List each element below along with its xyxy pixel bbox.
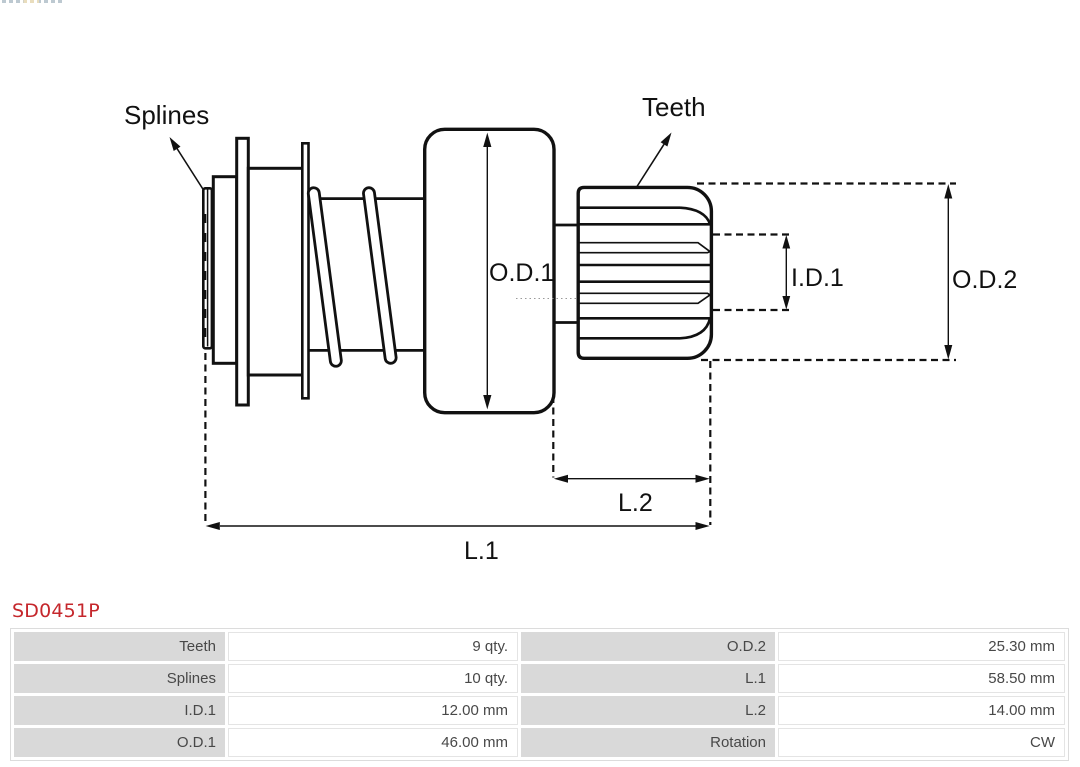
dimension-od2 bbox=[697, 182, 956, 362]
part-number: SD0451P bbox=[12, 600, 100, 622]
drive-hub bbox=[211, 136, 310, 407]
spec-value: 12.00 mm bbox=[228, 696, 518, 725]
table-row: O.D.1 46.00 mm Rotation CW bbox=[14, 728, 1065, 757]
splines-pointer bbox=[169, 137, 205, 191]
pinion-gear bbox=[554, 185, 714, 360]
spec-label: O.D.2 bbox=[521, 632, 775, 661]
dimension-l1 bbox=[204, 353, 710, 530]
dimension-id1 bbox=[713, 233, 791, 312]
spring bbox=[306, 186, 425, 368]
spline-shaft bbox=[202, 187, 214, 350]
table-row: I.D.1 12.00 mm L.2 14.00 mm bbox=[14, 696, 1065, 725]
logo-fragment bbox=[2, 0, 64, 3]
spec-label: L.1 bbox=[521, 664, 775, 693]
label-teeth: Teeth bbox=[642, 92, 706, 122]
spec-value: 9 qty. bbox=[228, 632, 518, 661]
spec-label: I.D.1 bbox=[14, 696, 225, 725]
teeth-pointer bbox=[636, 132, 672, 187]
drive-body bbox=[423, 127, 556, 415]
label-l1: L.1 bbox=[464, 537, 499, 565]
spec-value: 14.00 mm bbox=[778, 696, 1065, 725]
table-row: Teeth 9 qty. O.D.2 25.30 mm bbox=[14, 632, 1065, 661]
spec-value: 58.50 mm bbox=[778, 664, 1065, 693]
spec-value: 46.00 mm bbox=[228, 728, 518, 757]
dimension-l2 bbox=[552, 361, 712, 525]
starter-drive-diagram: Splines Teeth O.D.1 I.D.1 O.D.2 L.2 L.1 bbox=[124, 92, 1017, 565]
spec-label: O.D.1 bbox=[14, 728, 225, 757]
label-splines: Splines bbox=[124, 100, 209, 130]
spec-value: 10 qty. bbox=[228, 664, 518, 693]
label-od1: O.D.1 bbox=[489, 259, 554, 287]
label-l2: L.2 bbox=[618, 489, 653, 517]
dimension-od1 bbox=[483, 132, 492, 410]
label-od2: O.D.2 bbox=[952, 266, 1017, 294]
table-row: Splines 10 qty. L.1 58.50 mm bbox=[14, 664, 1065, 693]
spec-value: 25.30 mm bbox=[778, 632, 1065, 661]
spec-label: Teeth bbox=[14, 632, 225, 661]
spec-label: L.2 bbox=[521, 696, 775, 725]
spec-label: Rotation bbox=[521, 728, 775, 757]
spec-label: Splines bbox=[14, 664, 225, 693]
spec-table: Teeth 9 qty. O.D.2 25.30 mm Splines 10 q… bbox=[10, 628, 1069, 761]
spec-value: CW bbox=[778, 728, 1065, 757]
label-id1: I.D.1 bbox=[791, 264, 844, 292]
